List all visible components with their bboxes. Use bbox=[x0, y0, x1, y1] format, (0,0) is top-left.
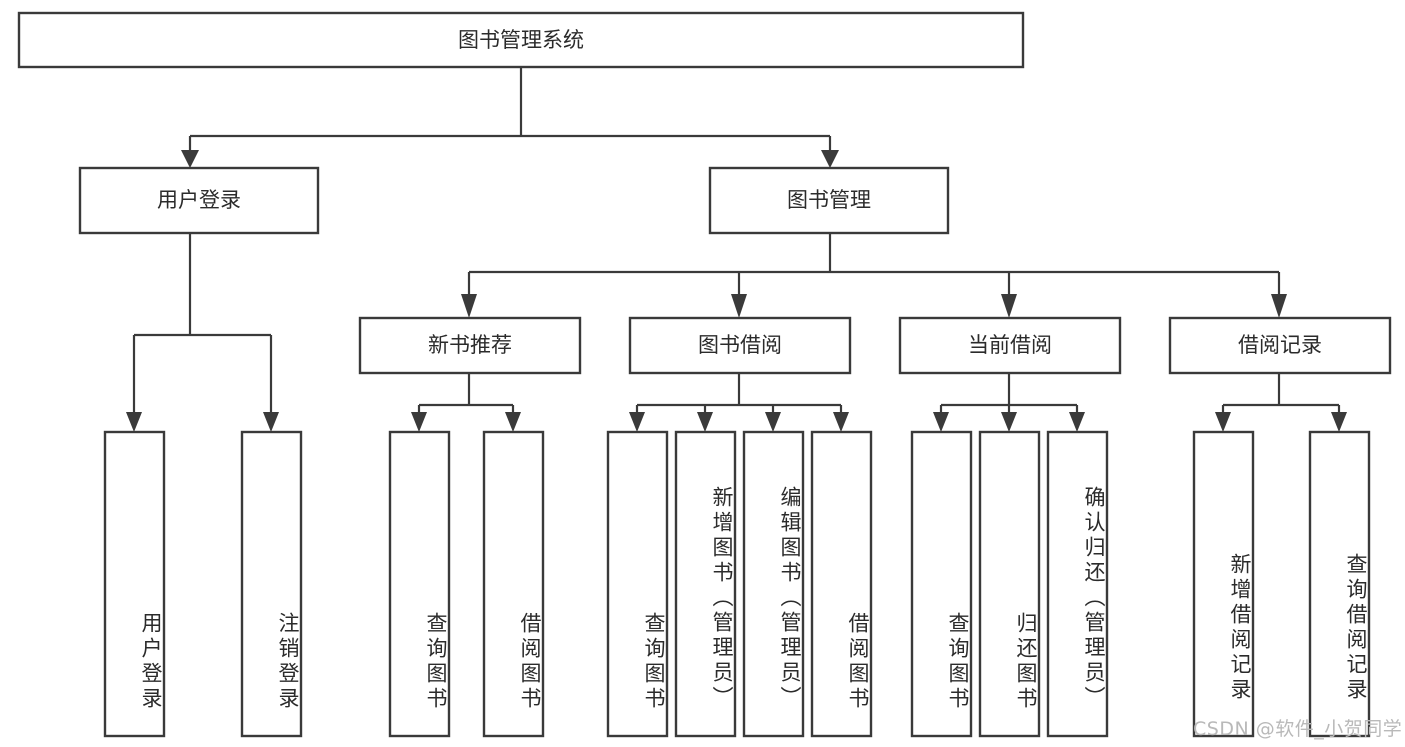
node-new-book-recommend-box[interactable] bbox=[358, 316, 582, 375]
node-user-login-label: 用户登录 bbox=[157, 188, 241, 212]
node-borrow-record-label: 借阅记录 bbox=[1238, 333, 1322, 357]
arrow-head-borrow-record bbox=[1271, 294, 1287, 318]
arrow-head-leaf-logout-login bbox=[263, 412, 279, 432]
arrow-head-leaf-borrow-book-2 bbox=[833, 412, 849, 432]
leaf-box-query-record[interactable] bbox=[1308, 430, 1371, 738]
arrow-head-leaf-query-book-2 bbox=[629, 412, 645, 432]
node-current-borrow-box[interactable] bbox=[898, 316, 1122, 375]
node-user-login[interactable]: 用户登录 bbox=[78, 166, 320, 235]
arrow-head-leaf-add-record bbox=[1215, 412, 1231, 432]
node-borrow-record[interactable]: 借阅记录 bbox=[1168, 316, 1392, 375]
node-borrow-record-box[interactable] bbox=[1168, 316, 1392, 375]
node-book-borrow-box[interactable] bbox=[628, 316, 852, 375]
arrow-head-book-management bbox=[821, 150, 839, 168]
leaf-box-add-record[interactable] bbox=[1192, 430, 1255, 738]
connector-group-new-book-recommend-to-leaves bbox=[411, 373, 521, 432]
arrow-head-leaf-add-book bbox=[697, 412, 713, 432]
node-user-login-box[interactable] bbox=[78, 166, 320, 235]
arrow-head-leaf-query-record bbox=[1331, 412, 1347, 432]
node-book-borrow[interactable]: 图书借阅 bbox=[628, 316, 852, 375]
arrow-head-leaf-edit-book bbox=[765, 412, 781, 432]
leaf-box-edit-book[interactable] bbox=[742, 430, 805, 738]
connector-group-book-management-to-level3 bbox=[461, 233, 1287, 318]
arrow-head-book-borrow bbox=[731, 294, 747, 318]
connector-group-book-borrow-to-leaves bbox=[629, 373, 849, 432]
leaf-box-return-book[interactable] bbox=[978, 430, 1041, 738]
node-root-label: 图书管理系统 bbox=[458, 28, 584, 52]
connector-group-current-borrow-to-leaves bbox=[933, 373, 1085, 432]
node-book-management[interactable]: 图书管理 bbox=[708, 166, 950, 235]
arrow-head-leaf-query-book-3 bbox=[933, 412, 949, 432]
node-new-book-recommend-label: 新书推荐 bbox=[428, 333, 512, 357]
connector-group-user-login-to-leaves bbox=[126, 233, 279, 432]
connector-group-borrow-record-to-leaves bbox=[1215, 373, 1347, 432]
arrow-head-new-book-recommend bbox=[461, 294, 477, 318]
arrow-head-leaf-return-book bbox=[1001, 412, 1017, 432]
leaf-box-logout-login[interactable] bbox=[240, 430, 303, 738]
node-book-management-box[interactable] bbox=[708, 166, 950, 235]
arrow-head-leaf-confirm-return bbox=[1069, 412, 1085, 432]
arrow-head-leaf-user-login bbox=[126, 412, 142, 432]
csdn-watermark: CSDN @软件_小贺同学 bbox=[1193, 718, 1403, 740]
leaf-box-query-book-3[interactable] bbox=[910, 430, 973, 738]
leaf-box-query-book-1[interactable] bbox=[388, 430, 451, 738]
arrow-head-current-borrow bbox=[1001, 294, 1017, 318]
leaf-box-query-book-2[interactable] bbox=[606, 430, 669, 738]
arrow-head-user-login bbox=[181, 150, 199, 168]
arrow-head-leaf-query-book-1 bbox=[411, 412, 427, 432]
node-current-borrow[interactable]: 当前借阅 bbox=[898, 316, 1122, 375]
leaf-box-borrow-book-2[interactable] bbox=[810, 430, 873, 738]
node-current-borrow-label: 当前借阅 bbox=[968, 333, 1052, 357]
node-root-box[interactable] bbox=[17, 11, 1025, 69]
node-book-management-label: 图书管理 bbox=[787, 188, 871, 212]
leaf-box-borrow-book-1[interactable] bbox=[482, 430, 545, 738]
arrow-head-leaf-borrow-book-1 bbox=[505, 412, 521, 432]
leaf-box-add-book[interactable] bbox=[674, 430, 737, 738]
node-book-borrow-label: 图书借阅 bbox=[698, 333, 782, 357]
leaf-box-user-login[interactable] bbox=[103, 430, 166, 738]
node-new-book-recommend[interactable]: 新书推荐 bbox=[358, 316, 582, 375]
connector-group-root-to-level2 bbox=[181, 67, 839, 168]
leaf-box-confirm-return[interactable] bbox=[1046, 430, 1109, 738]
node-root[interactable]: 图书管理系统 bbox=[17, 11, 1025, 69]
